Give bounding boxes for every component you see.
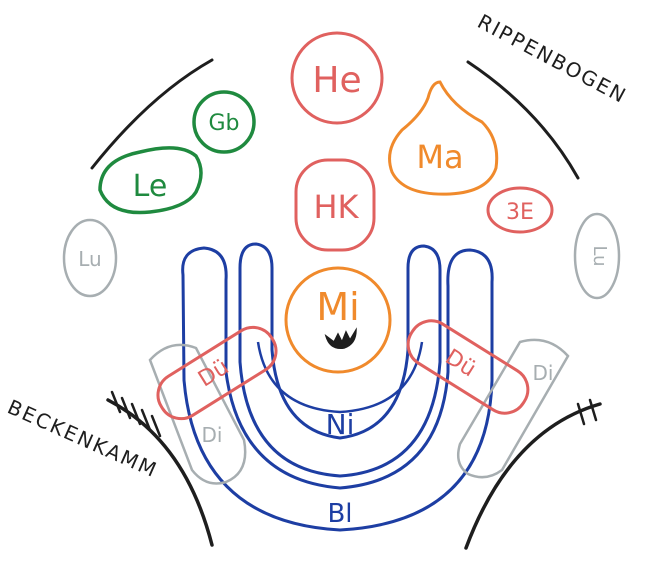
triple-warmer-label: 3E [506, 200, 534, 225]
stomach-label: Ma [416, 138, 463, 176]
left-pelvic-arc [108, 400, 212, 545]
left-pelvic-hatch [112, 392, 160, 436]
pericardium-label: HK [313, 188, 359, 226]
spleen-mark-icon [326, 330, 356, 348]
left-lung-label: Lu [78, 247, 101, 271]
right-large-intestine-label: Di [533, 361, 554, 385]
left-large-intestine-outline [150, 345, 245, 484]
right-pelvic-hatch [578, 400, 596, 424]
right-rib-arc [468, 62, 578, 178]
heart-label: He [312, 60, 361, 101]
bladder-label: Bl [327, 499, 352, 529]
gallbladder-label: Gb [208, 111, 239, 136]
right-lung-label: Lu [589, 245, 610, 266]
kidney-outline [240, 244, 440, 476]
rippenbogen-label: RIPPENBOGEN [474, 9, 632, 108]
spleen-label: Mi [316, 285, 359, 329]
beckenkamm-label: BECKENKAMM [4, 395, 162, 483]
kidney-label: Ni [326, 408, 355, 441]
small-intestine-outline [258, 342, 422, 412]
liver-label: Le [133, 169, 168, 204]
left-large-intestine-label: Di [202, 423, 223, 447]
